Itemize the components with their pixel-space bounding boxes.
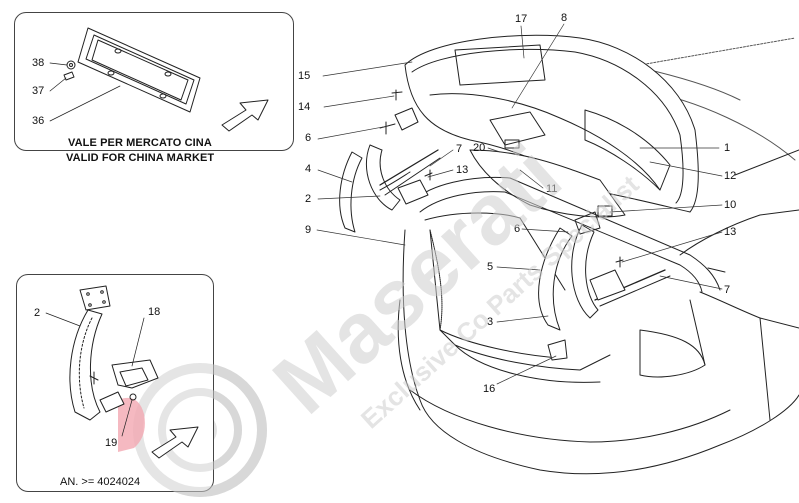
callout-6-top: 6 — [305, 132, 312, 144]
hinge-left — [339, 107, 441, 233]
callout-16: 16 — [483, 383, 496, 395]
callout-4: 4 — [305, 163, 312, 175]
inset-china-market — [14, 12, 294, 151]
callout-17: 17 — [515, 13, 528, 25]
trunk-lid — [404, 34, 699, 213]
callout-10: 10 — [724, 199, 737, 211]
callout-2: 2 — [305, 193, 312, 205]
callout-1: 1 — [724, 142, 731, 154]
callout-6-bottom: 6 — [514, 223, 521, 235]
callout-8: 8 — [561, 12, 568, 24]
callout-13-bottom: 13 — [724, 226, 737, 238]
callout-37: 37 — [32, 85, 45, 97]
callout-36: 36 — [32, 115, 45, 127]
leader-lines — [316, 23, 723, 385]
callout-9: 9 — [305, 224, 312, 236]
callout-14: 14 — [298, 101, 311, 113]
antenna-line — [639, 37, 796, 66]
serial-annotation: AN. >= 4024024 — [60, 476, 141, 488]
inset-hinge-detail — [16, 274, 214, 492]
callout-5: 5 — [487, 261, 494, 273]
callout-7-top: 7 — [456, 143, 463, 155]
callout-12: 12 — [724, 170, 737, 182]
callout-20: 20 — [473, 142, 486, 154]
callout-11: 11 — [546, 183, 558, 195]
caption-line-1: VALE PER MERCATO CINA — [68, 137, 212, 149]
callout-38: 38 — [32, 57, 45, 69]
callout-13-top: 13 — [456, 164, 469, 176]
callout-inset-2: 2 — [34, 307, 41, 319]
caption-line-2: VALID FOR CHINA MARKET — [66, 152, 215, 164]
car-body — [397, 149, 799, 475]
callout-7-bottom: 7 — [724, 284, 731, 296]
lid-inner-liner — [469, 149, 626, 218]
callout-18: 18 — [148, 306, 161, 318]
callout-15: 15 — [298, 70, 311, 82]
hinge-right — [538, 211, 671, 361]
callout-3: 3 — [487, 316, 494, 328]
callout-19: 19 — [105, 437, 118, 449]
